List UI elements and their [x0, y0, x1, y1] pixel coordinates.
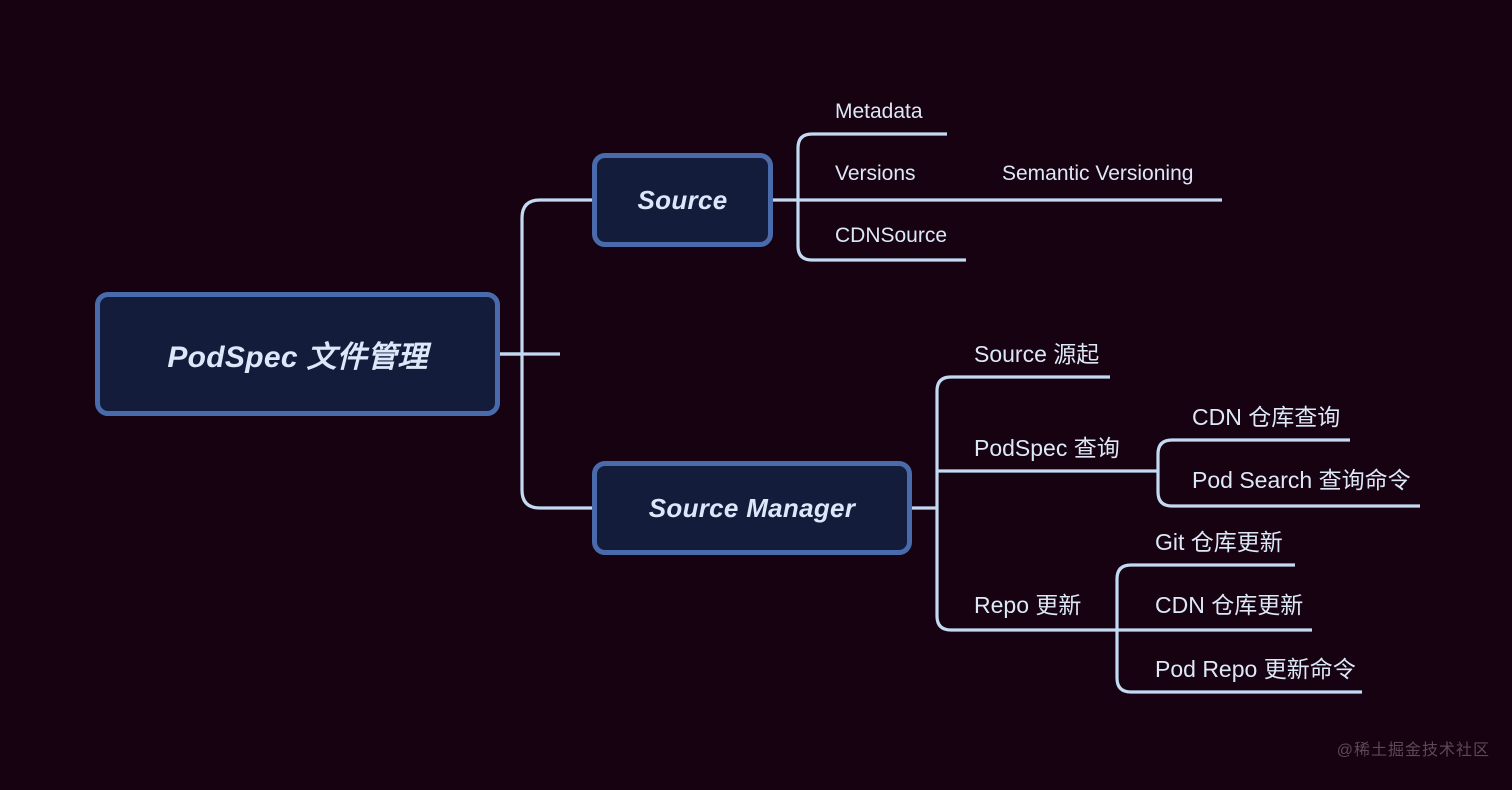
label-cdn-repo-update[interactable]: CDN 仓库更新: [1155, 592, 1304, 618]
label-cdnsource[interactable]: CDNSource: [835, 224, 948, 247]
node-source-manager[interactable]: Source Manager: [592, 461, 912, 555]
label-semantic-versioning[interactable]: Semantic Versioning: [1002, 162, 1194, 185]
node-root-label: PodSpec 文件管理: [167, 341, 428, 374]
label-source-origin[interactable]: Source 源起: [974, 341, 1100, 367]
label-git-repo-update[interactable]: Git 仓库更新: [1155, 529, 1283, 555]
node-root[interactable]: PodSpec 文件管理: [95, 292, 500, 416]
label-pod-repo-update-command[interactable]: Pod Repo 更新命令: [1155, 656, 1356, 682]
label-versions[interactable]: Versions: [835, 162, 916, 185]
node-source-label: Source: [637, 184, 728, 215]
label-metadata[interactable]: Metadata: [835, 100, 923, 123]
edge-root-branch-trunk: [520, 198, 592, 510]
label-cdn-repo-query[interactable]: CDN 仓库查询: [1192, 404, 1341, 430]
watermark: @稀土掘金技术社区: [1336, 742, 1490, 759]
label-repo-update[interactable]: Repo 更新: [974, 592, 1082, 618]
label-pod-search-command[interactable]: Pod Search 查询命令: [1192, 467, 1411, 493]
label-podspec-query[interactable]: PodSpec 查询: [974, 435, 1120, 461]
node-source-manager-label: Source Manager: [648, 492, 856, 523]
node-source[interactable]: Source: [592, 153, 773, 247]
